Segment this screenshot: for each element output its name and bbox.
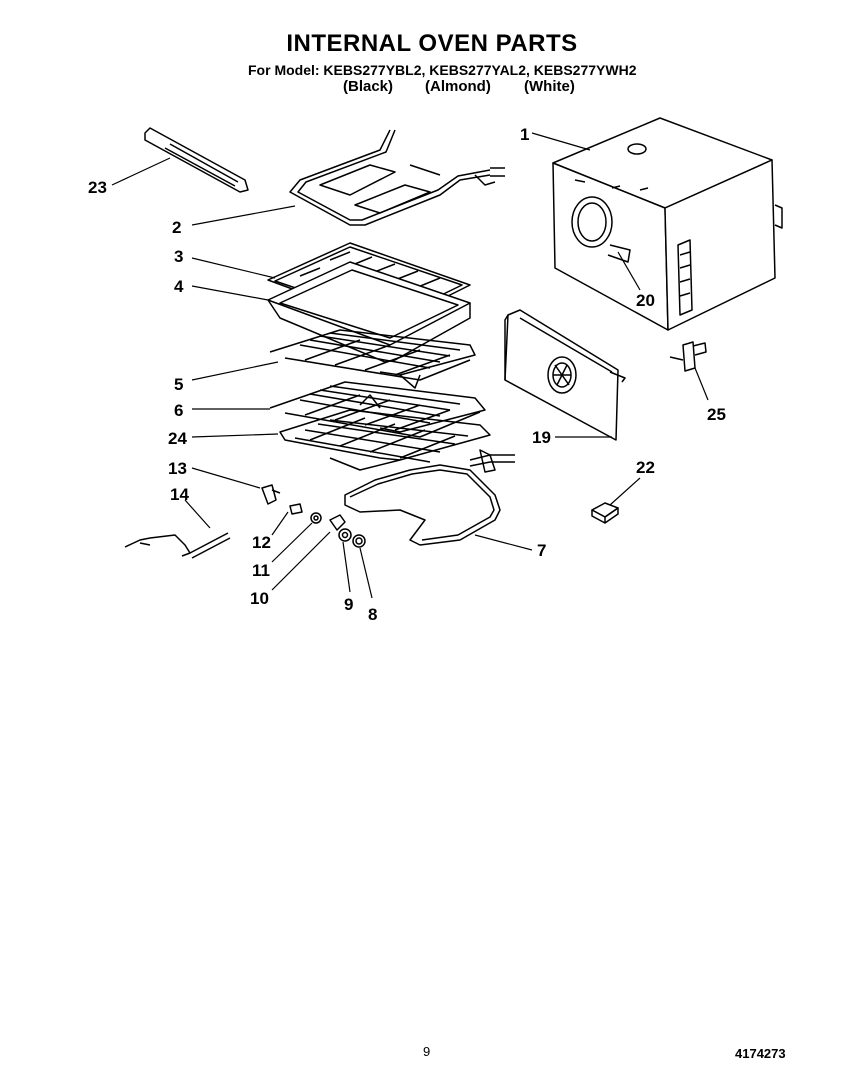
leader-lines <box>111 132 709 599</box>
part-22-switch <box>591 502 619 524</box>
part-23-bracket <box>144 127 249 193</box>
part-9-washer <box>338 528 352 542</box>
part-12-connector <box>289 503 303 515</box>
callout-13: 13 <box>168 459 187 478</box>
callout-20: 20 <box>636 291 655 310</box>
callout-6: 6 <box>174 401 183 420</box>
callout-7: 7 <box>537 541 546 560</box>
callout-24: 24 <box>168 429 187 448</box>
callout-25: 25 <box>707 405 726 424</box>
part-10-clip <box>329 514 346 531</box>
callout-22: 22 <box>636 458 655 477</box>
part-7-bake-element <box>344 449 515 546</box>
part-13-bracket <box>261 484 281 505</box>
callout-2: 2 <box>172 218 181 237</box>
color-white: (White) <box>524 78 575 95</box>
model-list: For Model: KEBS277YBL2, KEBS277YAL2, KEB… <box>248 62 637 78</box>
callout-12: 12 <box>252 533 271 552</box>
callout-23: 23 <box>88 178 107 197</box>
part-24-oven-rack <box>279 409 491 471</box>
color-black: (Black) <box>343 78 394 95</box>
callout-14: 14 <box>170 485 189 504</box>
part-11-nut <box>310 512 322 524</box>
callout-3: 3 <box>174 247 183 266</box>
callout-19: 19 <box>532 428 551 447</box>
part-25-bracket <box>669 341 707 372</box>
page-number: 9 <box>423 1044 431 1059</box>
part-14-sensor <box>124 532 231 559</box>
callout-5: 5 <box>174 375 183 394</box>
part-5-oven-rack <box>269 329 476 389</box>
part-8-nut <box>352 534 366 548</box>
callout-11: 11 <box>252 561 270 580</box>
callout-1: 1 <box>520 125 529 144</box>
callout-10: 10 <box>250 589 269 608</box>
callout-8: 8 <box>368 605 377 624</box>
document-number: 4174273 <box>735 1046 786 1061</box>
color-almond: (Almond) <box>425 78 491 95</box>
part-6-oven-rack <box>269 381 486 438</box>
callout-9: 9 <box>344 595 353 614</box>
part-2-broil-element <box>289 129 505 226</box>
callout-4: 4 <box>174 277 184 296</box>
page-title: INTERNAL OVEN PARTS <box>286 30 578 57</box>
part-19-fan-cover <box>504 309 626 441</box>
